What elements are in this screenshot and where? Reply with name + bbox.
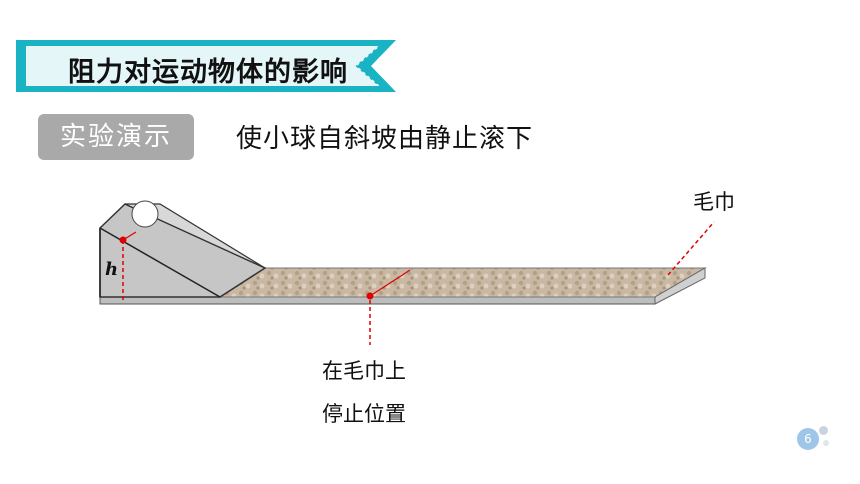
ball [131,200,159,228]
page-title: 阻力对运动物体的影响 [68,57,348,88]
board [99,296,656,305]
banner-shape [16,40,396,92]
experiment-instruction: 使小球自斜坡由静止滚下 [236,124,534,154]
towel-label: 毛巾 [693,190,735,214]
height-label: h [105,259,119,280]
towel-leader-line [667,221,715,276]
stop-label-line2: 停止位置 [322,402,406,426]
stop-label-line1: 在毛巾上 [322,359,406,383]
decor-dot [819,426,828,435]
page-number: 6 [797,428,819,450]
stop-marker-dot [366,292,374,300]
towel-edge [654,267,706,305]
stop-pointer [369,269,411,297]
experiment-tag: 实验演示 [38,114,194,160]
decor-dot [823,440,829,446]
height-marker-dot [119,236,127,244]
title-banner: 阻力对运动物体的影响 [16,40,396,92]
